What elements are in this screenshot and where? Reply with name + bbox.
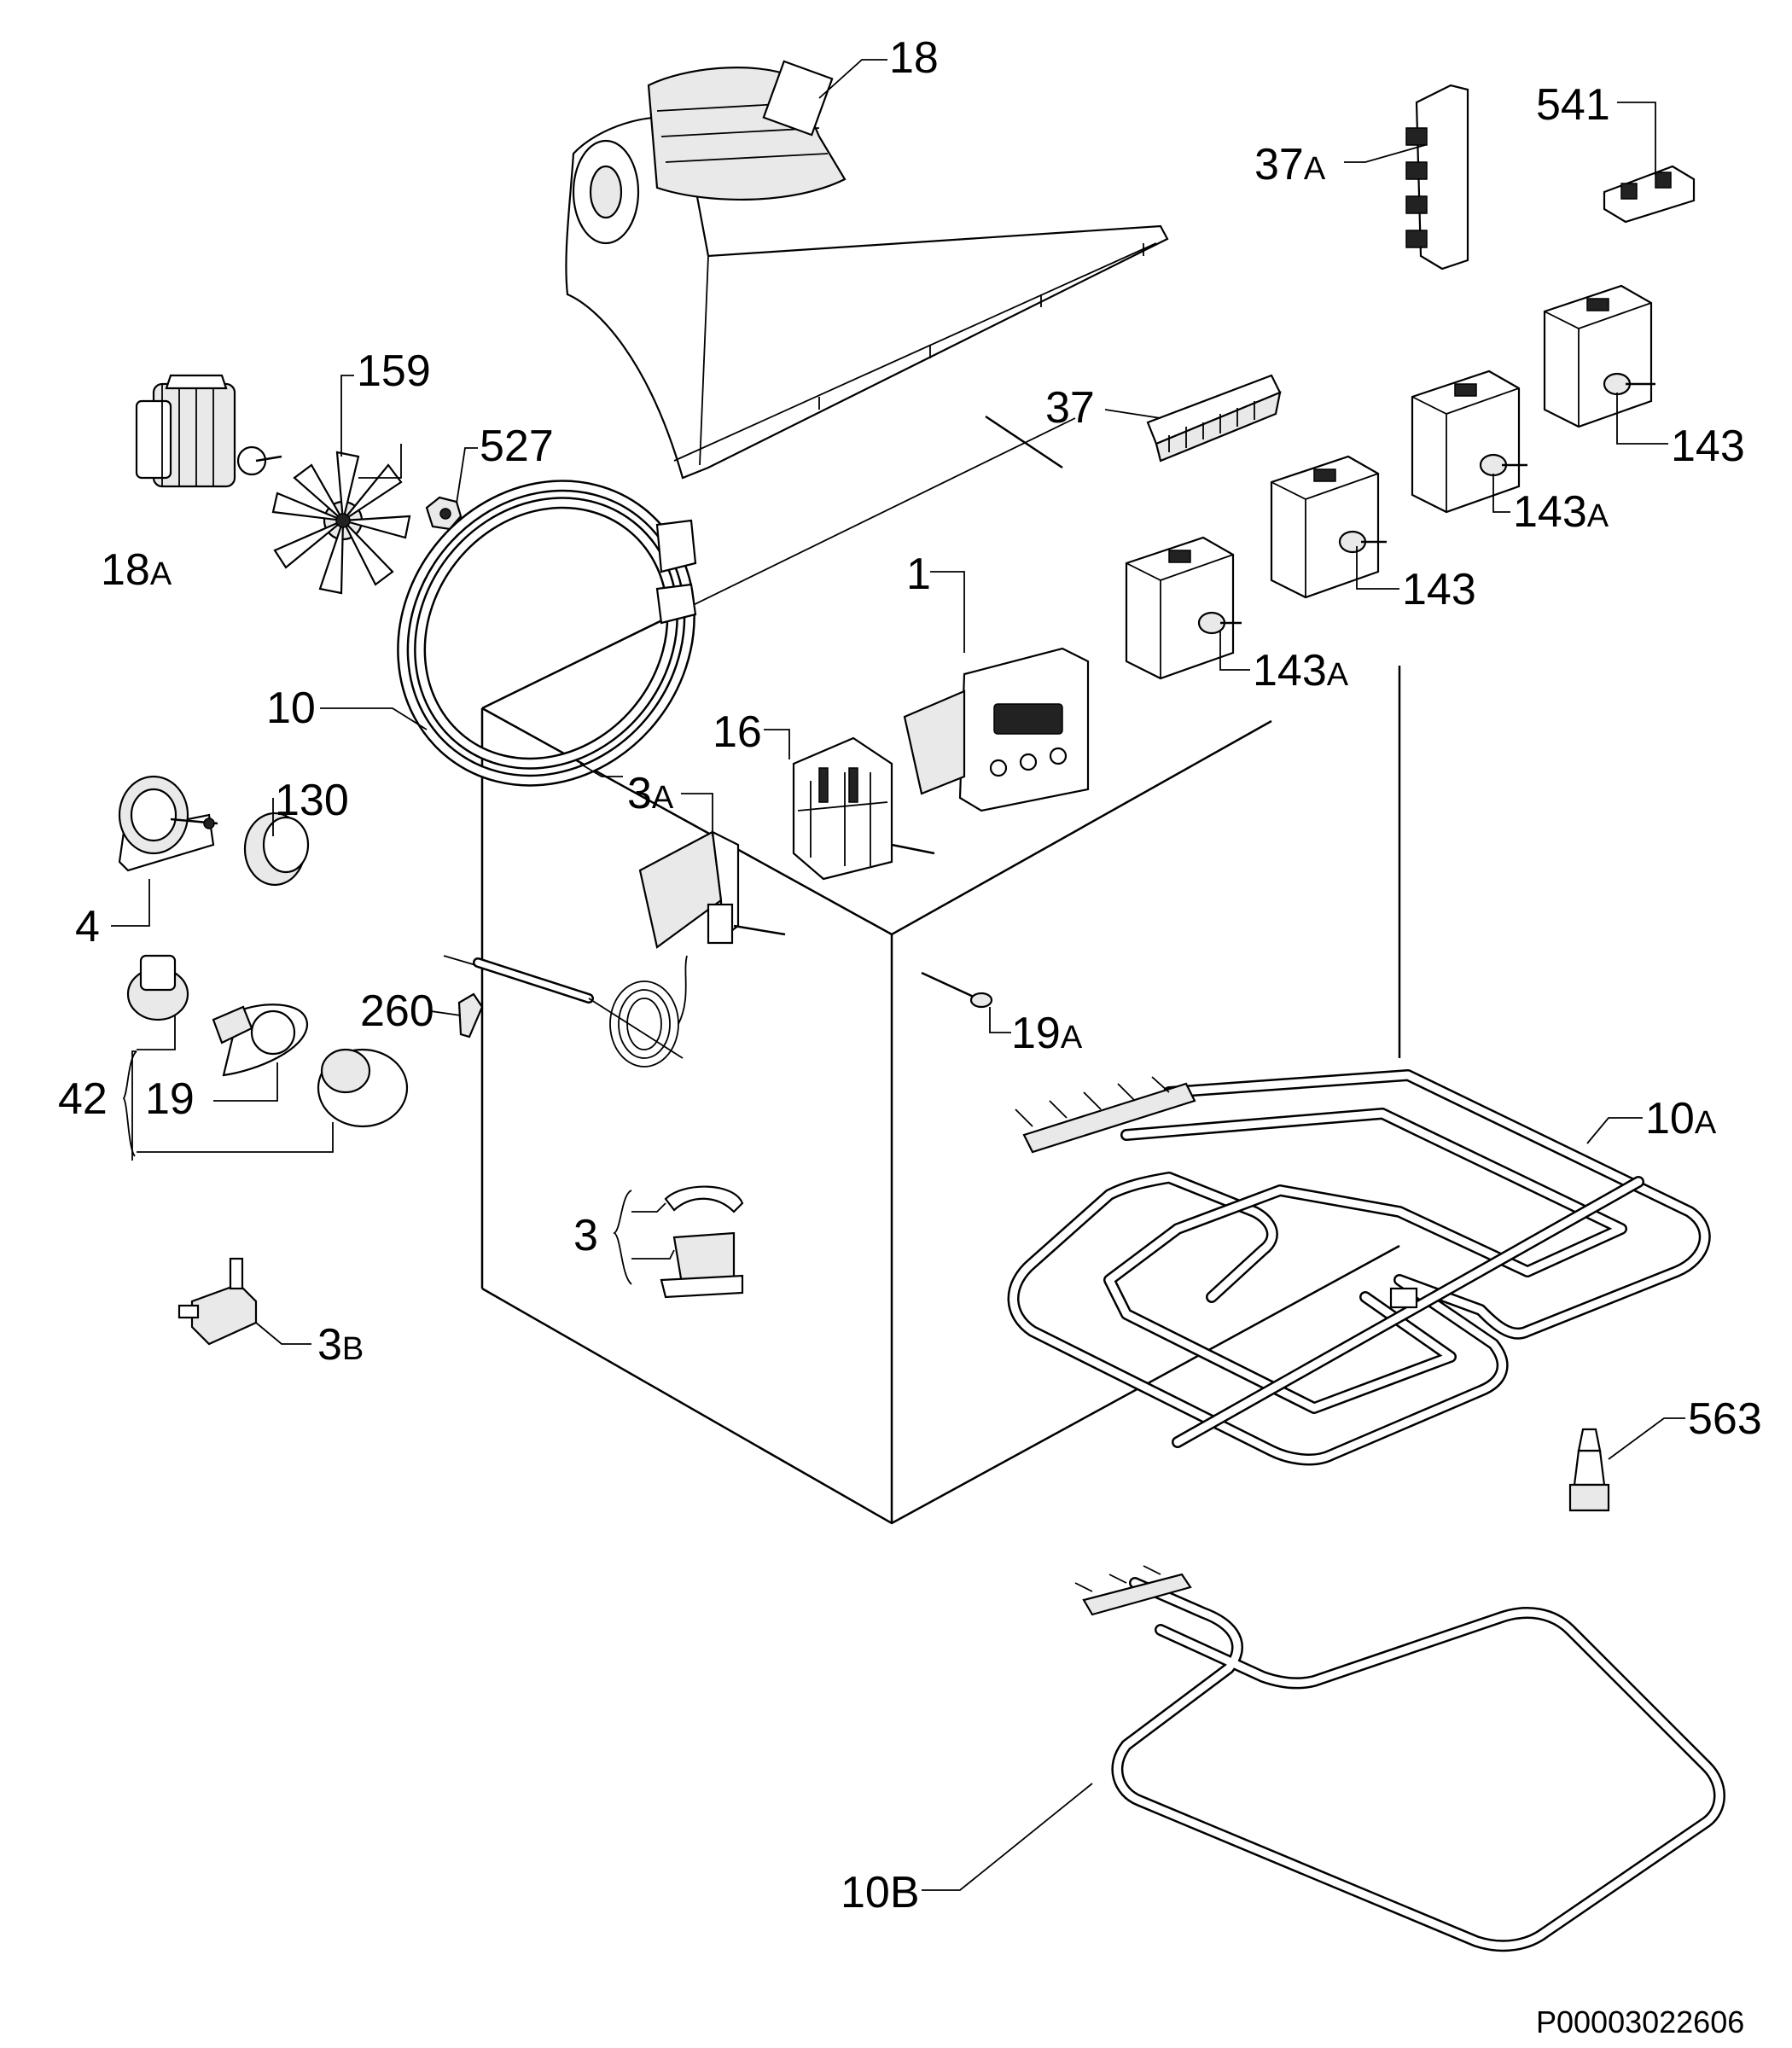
label-563: 563: [1688, 1394, 1762, 1444]
label-16: 16: [713, 707, 762, 757]
thermostat: [443, 830, 786, 1068]
fan-housing-duct: [565, 60, 1169, 480]
label-143a-top: 143A: [1513, 487, 1609, 537]
label-4: 4: [75, 902, 100, 951]
label-37a: 37A: [1254, 140, 1326, 189]
label-1: 1: [906, 550, 931, 599]
label-37: 37: [1045, 383, 1095, 433]
label-42: 42: [58, 1074, 108, 1124]
energy-regulator-143-mid: [1270, 455, 1387, 599]
label-130: 130: [275, 776, 349, 825]
bushing: [243, 812, 310, 887]
electronic-timer: [903, 647, 1090, 812]
thermal-cutout: [660, 1185, 744, 1299]
energy-regulator-143a-mid: [1125, 536, 1242, 680]
label-159: 159: [357, 346, 431, 396]
safety-thermostat: [177, 1257, 258, 1346]
label-143-top: 143: [1671, 422, 1745, 471]
lamp-cover: [317, 1048, 409, 1128]
door-switch: [1603, 165, 1696, 224]
label-19a: 19A: [1011, 1009, 1083, 1058]
terminal-block-37: [1146, 374, 1282, 463]
label-10: 10: [266, 684, 316, 733]
clip: [457, 992, 484, 1039]
drawing-code: P00003022606: [1536, 2004, 1744, 2039]
fan-nut: [425, 496, 463, 531]
spit-motor: [118, 775, 218, 872]
fan-motor: [135, 374, 282, 488]
label-10b: 10B: [841, 1868, 920, 1917]
circular-heating-element: [397, 480, 697, 787]
energy-regulator-143-top: [1543, 284, 1655, 428]
fan-blade: [271, 451, 411, 595]
label-19: 19: [145, 1074, 195, 1124]
leader-lines: [111, 59, 1685, 1891]
adjustable-foot: [1568, 1428, 1610, 1512]
label-527: 527: [480, 422, 554, 471]
temperature-sensor: [921, 971, 993, 1009]
part-labels: 18 37A 541 159 527 37 143 143A 18A 1 143…: [58, 33, 1762, 1917]
label-3b: 3B: [317, 1320, 364, 1370]
lamp-bulb: [212, 1004, 309, 1077]
label-260: 260: [360, 986, 434, 1036]
label-18: 18: [889, 33, 939, 83]
label-3a: 3A: [627, 769, 674, 818]
label-10a: 10A: [1645, 1094, 1717, 1143]
grill-heating-element: [1007, 1069, 1711, 1466]
label-143-mid: 143: [1402, 565, 1476, 614]
label-3: 3: [573, 1211, 598, 1260]
lamp-holder: [126, 954, 189, 1021]
label-143a-mid: 143A: [1253, 646, 1349, 695]
label-18a: 18A: [101, 545, 172, 595]
selector-switch: [792, 736, 935, 881]
terminal-block-37a: [1405, 84, 1469, 271]
label-541: 541: [1536, 80, 1610, 130]
bottom-heating-element: [1074, 1565, 1725, 1952]
energy-regulator-143a-top: [1411, 369, 1527, 514]
oven-cavity-outline: [480, 415, 1401, 1525]
